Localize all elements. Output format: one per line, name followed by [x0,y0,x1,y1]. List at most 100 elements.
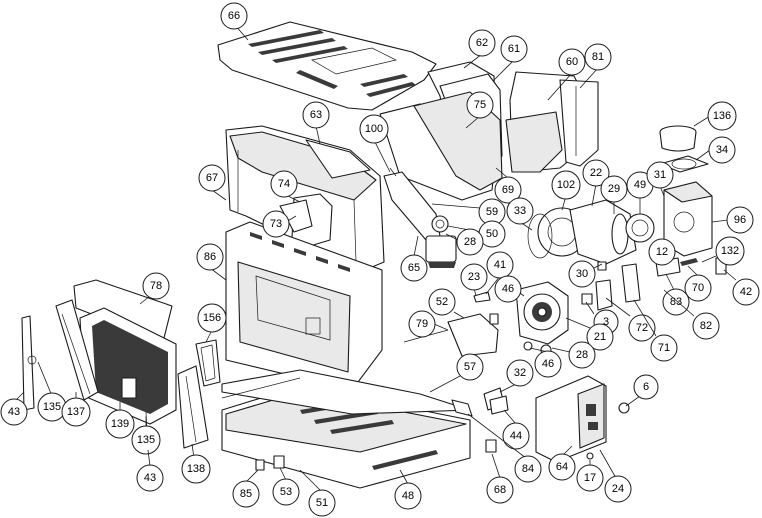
callout-17: 17 [576,460,604,492]
svg-text:136: 136 [713,110,731,122]
callout-6: 6 [625,374,659,407]
callout-83: 83 [662,273,690,316]
main-firebox-body [225,221,383,391]
svg-text:65: 65 [408,262,420,274]
svg-text:100: 100 [365,123,383,135]
callout-85: 85 [232,469,260,508]
svg-text:34: 34 [716,144,728,156]
callout-63: 63 [302,101,330,145]
callout-57: 57 [429,353,484,393]
svg-text:74: 74 [278,178,290,190]
svg-text:28: 28 [576,349,588,361]
callout-42: 42 [723,269,760,306]
callout-137: 137 [61,392,91,427]
callout-69: 69 [494,167,522,204]
svg-text:66: 66 [228,10,240,22]
door-side-trims [21,315,209,451]
callout-135-right: 135 [131,416,161,455]
svg-text:156: 156 [203,312,221,324]
callout-49: 49 [626,171,654,214]
callout-59: 59 [431,198,506,226]
callout-75: 75 [465,91,494,129]
svg-text:49: 49 [634,179,646,191]
svg-text:33: 33 [514,205,526,217]
svg-text:75: 75 [474,99,486,111]
callout-12: 12 [648,238,676,266]
svg-text:83: 83 [670,296,682,308]
callout-23: 23 [460,263,488,297]
callout-28-lower: 28 [551,341,596,369]
svg-text:73: 73 [270,218,282,230]
svg-text:102: 102 [557,179,575,191]
svg-text:42: 42 [740,286,752,298]
svg-text:32: 32 [514,367,526,379]
callout-72: 72 [605,297,656,342]
callout-31: 31 [646,161,674,197]
callout-44: 44 [502,409,530,450]
svg-text:46: 46 [542,358,554,370]
svg-text:21: 21 [594,331,606,343]
svg-text:3: 3 [603,316,609,328]
callout-82: 82 [663,289,720,340]
callout-70: 70 [684,265,712,302]
combustion-blower [527,199,655,265]
svg-text:135: 135 [137,434,155,446]
callout-102: 102 [551,170,581,211]
callout-48: 48 [394,469,422,510]
callout-43-right: 43 [136,449,164,492]
svg-text:62: 62 [476,37,488,49]
callout-65: 65 [400,235,428,282]
callout-84: 84 [467,413,542,483]
control-box [403,291,499,357]
svg-text:48: 48 [402,490,414,502]
svg-text:139: 139 [111,418,129,430]
callout-46-upper: 46 [494,275,525,303]
svg-text:69: 69 [502,184,514,196]
callout-30: 30 [568,260,603,288]
front-grille-door [55,279,177,425]
switches-and-brackets [581,257,727,311]
svg-text:31: 31 [654,169,666,181]
svg-text:60: 60 [566,56,578,68]
svg-text:63: 63 [310,109,322,121]
callout-73: 73 [262,210,297,238]
callout-21: 21 [565,317,614,351]
svg-text:30: 30 [576,268,588,280]
callout-135-left: 135 [37,361,67,422]
svg-text:96: 96 [734,214,746,226]
callout-51: 51 [299,469,336,517]
svg-text:67: 67 [206,172,218,184]
callout-32: 32 [499,359,534,393]
part-drawings [21,21,727,489]
callout-132: 132 [701,236,745,266]
svg-text:22: 22 [590,167,602,179]
svg-text:53: 53 [280,486,292,498]
callout-139: 139 [105,402,135,439]
side-flashing-panels [379,61,503,201]
callout-34: 34 [695,136,736,164]
callout-100: 100 [359,114,391,173]
callout-61: 61 [493,35,528,81]
callout-60: 60 [547,48,586,101]
small-plates [451,387,509,453]
svg-text:6: 6 [643,381,649,393]
svg-text:57: 57 [464,361,476,373]
svg-text:137: 137 [67,406,85,418]
callout-68: 68 [486,453,514,504]
svg-text:85: 85 [240,488,252,500]
callout-52: 52 [428,288,465,319]
callout-22: 22 [582,159,610,207]
svg-text:79: 79 [416,318,428,330]
svg-text:81: 81 [592,51,604,63]
control-board-bracket [535,375,630,463]
rear-baffles [505,71,599,173]
callout-41: 41 [485,251,514,295]
callout-156: 156 [197,303,227,343]
svg-text:43: 43 [144,472,156,484]
callout-136: 136 [693,101,737,131]
callout-64: 64 [548,445,576,481]
callout-74: 74 [270,170,301,203]
burner-valve-assembly [383,167,457,268]
